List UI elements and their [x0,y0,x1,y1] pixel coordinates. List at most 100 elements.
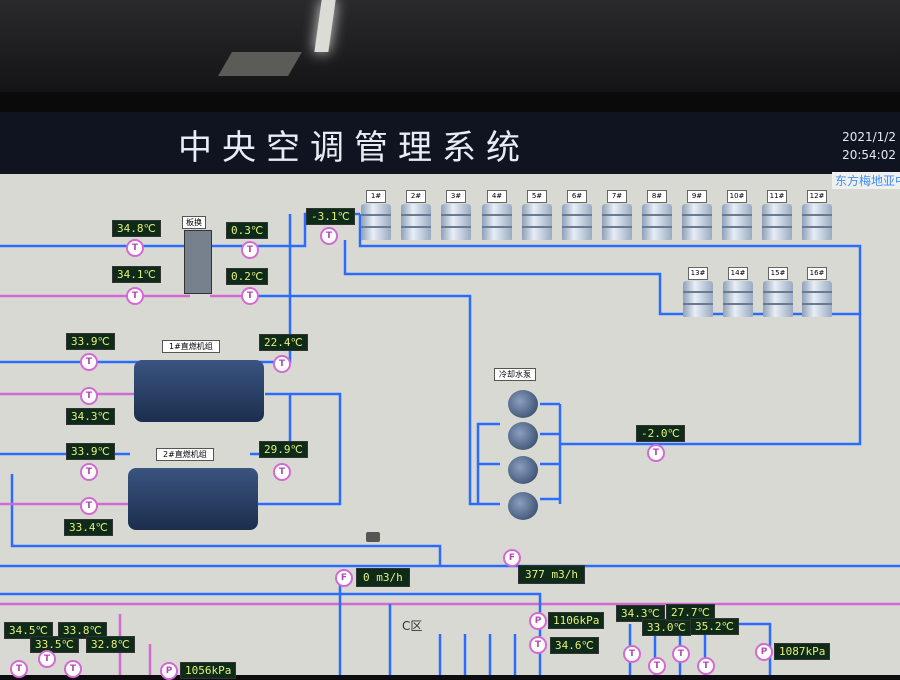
pump-return-temp: -2.0℃ [636,425,685,442]
temp-sensor[interactable]: T [241,241,259,259]
chiller-1[interactable]: 1#直燃机组 [134,340,264,422]
chiller1-outlet-temp: 22.4℃ [259,334,308,351]
chiller-2-label: 2#直燃机组 [156,448,214,461]
tower-body [683,281,713,317]
lamp-reflection [218,52,302,76]
temp-sensor[interactable]: T [64,660,82,678]
supply-pipe [0,474,900,568]
tower-body [682,204,712,240]
tower-body [802,281,832,317]
cooling-tower[interactable]: 3# [439,190,473,240]
pressure-reading: 1056kPa [180,662,237,679]
tower-body [723,281,753,317]
return-pipe [0,602,900,675]
tower-body [441,204,471,240]
company-name: 东方梅地亚中 [832,172,900,189]
chiller2-outlet-temp: 29.9℃ [259,441,308,458]
cooling-tower[interactable]: 6# [560,190,594,240]
temp-sensor[interactable]: T [320,227,338,245]
tower-label: 6# [567,190,587,203]
zone-temp: 34.3℃ [616,605,665,622]
temp-sensor[interactable]: T [648,657,666,675]
tower-label: 16# [807,267,827,280]
hx-outlet-top-temp: 0.3℃ [226,222,269,239]
flow-reading-1: 0 m3/h [356,568,410,587]
cooling-tower[interactable]: 16# [800,267,834,317]
temp-sensor[interactable]: T [697,657,715,675]
bypass-valve[interactable] [366,532,380,542]
chiller-2-body [128,468,258,530]
room-ceiling [0,0,900,92]
scada-panel [0,174,900,675]
temp-sensor[interactable]: T [80,387,98,405]
tower-label: 14# [728,267,748,280]
tower-body [602,204,632,240]
cooling-tower[interactable]: 12# [800,190,834,240]
supply-pipe [358,214,862,446]
cooling-tower[interactable]: 15# [761,267,795,317]
temp-sensor[interactable]: T [672,645,690,663]
chiller-2[interactable]: 2#直燃机组 [128,448,258,530]
tower-label: 8# [647,190,667,203]
cooling-pump-1[interactable] [508,390,538,418]
pressure-sensor[interactable]: P [755,643,773,661]
tower-label: 12# [807,190,827,203]
supply-pipe [540,402,562,504]
temp-sensor[interactable]: T [623,645,641,663]
chiller-1-label: 1#直燃机组 [162,340,220,353]
cooling-pump-4[interactable] [508,492,538,520]
flow-sensor[interactable]: F [503,549,521,567]
cooling-tower[interactable]: 13# [681,267,715,317]
temp-sensor[interactable]: T [126,287,144,305]
tower-body [401,204,431,240]
tower-body [763,281,793,317]
heat-exchanger[interactable] [184,230,212,294]
pressure-sensor[interactable]: P [529,612,547,630]
pressure-line-temp: 34.6℃ [550,637,599,654]
ceiling-lamp [314,0,336,52]
zone-temp: 33.8℃ [58,622,107,639]
cooling-pump-2[interactable] [508,422,538,450]
flow-sensor[interactable]: F [335,569,353,587]
cooling-pump-label: 冷却水泵 [494,368,536,381]
cooling-tower[interactable]: 11# [760,190,794,240]
pressure-sensor[interactable]: P [160,662,178,680]
temp-sensor[interactable]: T [80,497,98,515]
cooling-pump-3[interactable] [508,456,538,484]
chiller1-inlet-temp: 33.9℃ [66,333,115,350]
return-pipe [0,392,140,506]
zone-temp: 33.0℃ [642,619,691,636]
temp-sensor[interactable]: T [529,636,547,654]
tower-label: 11# [767,190,787,203]
temp-sensor[interactable]: T [241,287,259,305]
cooling-tower[interactable]: 1# [359,190,393,240]
temp-sensor[interactable]: T [126,239,144,257]
temp-sensor[interactable]: T [38,650,56,668]
temp-sensor[interactable]: T [647,444,665,462]
temp-sensor[interactable]: T [273,463,291,481]
temp-sensor[interactable]: T [10,660,28,678]
cooling-tower[interactable]: 5# [520,190,554,240]
cooling-tower[interactable]: 10# [720,190,754,240]
cooling-tower[interactable]: 9# [680,190,714,240]
pressure-reading: 1087kPa [774,643,831,660]
cooling-tower[interactable]: 14# [721,267,755,317]
chiller1-return-temp: 34.3℃ [66,408,115,425]
tower-body [482,204,512,240]
tower-body [361,204,391,240]
zone-temp: 34.5℃ [4,622,53,639]
hx-inlet-bottom-temp: 34.1℃ [112,266,161,283]
heat-exchanger-label: 板换 [182,216,206,229]
tower-body [762,204,792,240]
temp-sensor[interactable]: T [80,353,98,371]
chiller2-return-temp: 33.4℃ [64,519,113,536]
cooling-tower[interactable]: 8# [640,190,674,240]
zone-temp: 33.5℃ [30,636,79,653]
cooling-tower[interactable]: 7# [600,190,634,240]
page-title: 中央空调管理系统 [178,128,530,168]
cooling-tower[interactable]: 4# [480,190,514,240]
temp-sensor[interactable]: T [80,463,98,481]
temp-sensor[interactable]: T [273,355,291,373]
pressure-reading: 1106kPa [548,612,605,629]
cooling-tower[interactable]: 2# [399,190,433,240]
